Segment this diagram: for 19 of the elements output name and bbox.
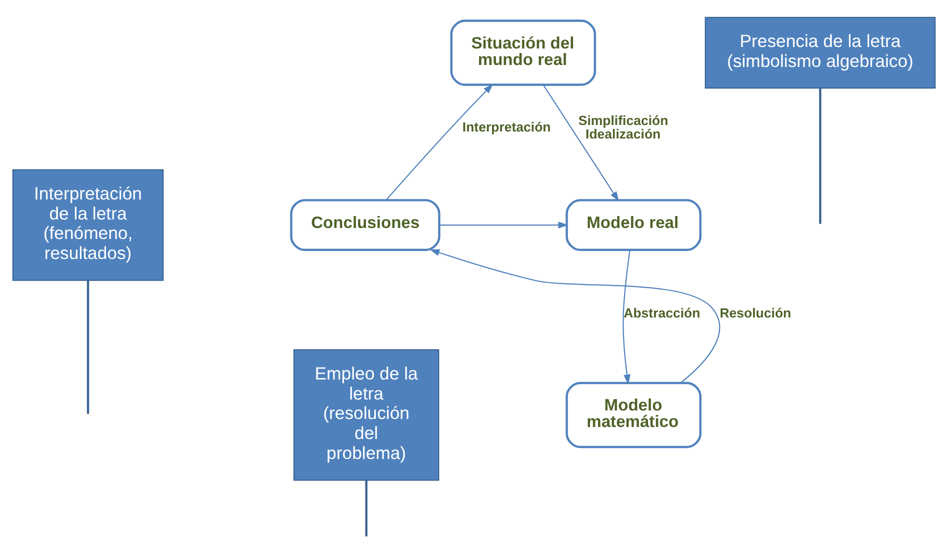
arrow (542, 84, 619, 201)
node-box: Modelo real (566, 198, 702, 250)
node-box: Conclusiones (290, 198, 440, 250)
edge-label: Resolución (720, 304, 792, 320)
node-box: Empleo de la letra (resolución del problema) (293, 348, 440, 480)
node-box: Modelo matemático (566, 381, 702, 448)
arrow (430, 248, 720, 383)
node-box: Presencia de la letra (simbolismo algebraico) (704, 16, 936, 88)
arrow (622, 249, 630, 384)
node-box: Situación del mundo real (450, 19, 596, 86)
arrow (440, 221, 568, 228)
edge-label: Abstracción (624, 304, 700, 320)
edge-label: Simplificación Idealización (578, 112, 668, 141)
edge-label: Interpretación (462, 118, 551, 134)
node-box: Interpretación de la letra (fenómeno, resultados) (12, 168, 164, 280)
connector (819, 88, 822, 224)
arrow (386, 83, 494, 200)
connector (86, 280, 90, 414)
connector (365, 480, 368, 536)
